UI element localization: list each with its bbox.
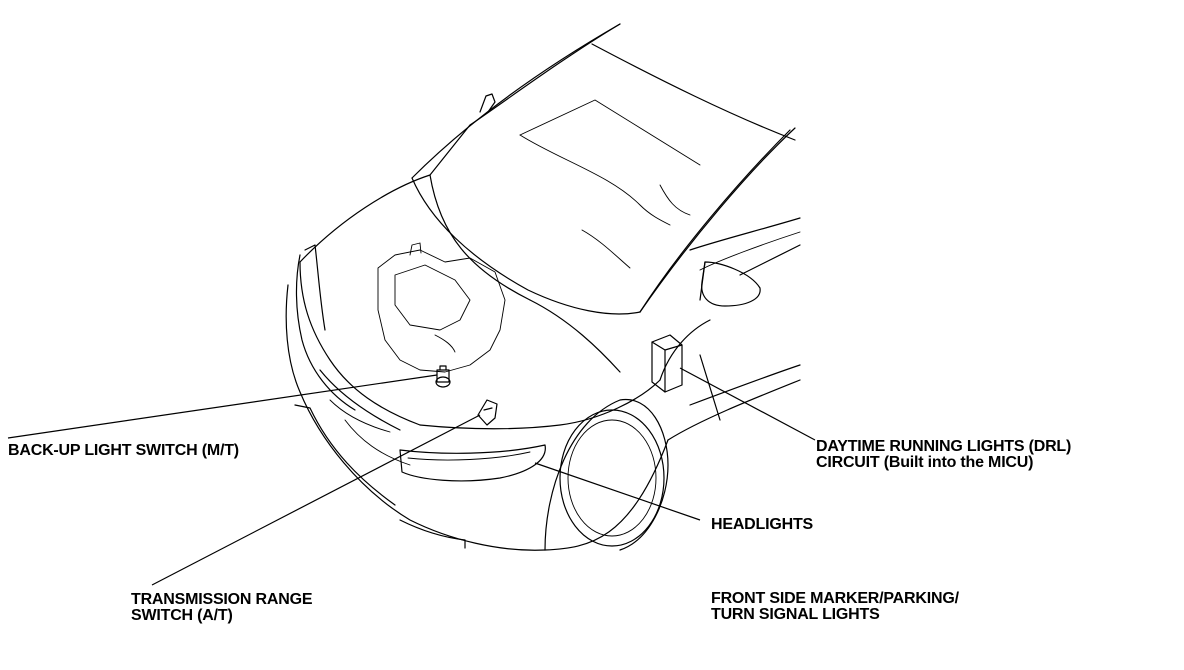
front-bumper (285, 244, 546, 551)
leader-lines (7, 367, 816, 586)
body-side (544, 217, 801, 551)
drl-label-line1: DAYTIME RUNNING LIGHTS (DRL) (816, 438, 1072, 455)
leader-backup (7, 374, 438, 439)
transmission-range-label-line1: TRANSMISSION RANGE (131, 591, 313, 608)
hood (299, 23, 661, 430)
side-marker-label-line1: FRONT SIDE MARKER/PARKING/ (711, 590, 959, 607)
headlights-label: HEADLIGHTS (711, 516, 814, 533)
transmission-range-label-line2: SWITCH (A/T) (131, 607, 233, 624)
engine-outline (377, 242, 506, 373)
side-marker-label-line2: TURN SIGNAL LIGHTS (711, 606, 880, 623)
side-mirror (699, 261, 761, 307)
backup-light-switch-label: BACK-UP LIGHT SWITCH (M/T) (8, 442, 239, 459)
backup-switch-part (435, 365, 451, 388)
front-wheel (544, 398, 669, 551)
antenna-stub (479, 93, 496, 113)
leader-headlights (534, 462, 701, 521)
leader-drl (679, 367, 816, 441)
windshield (411, 23, 796, 315)
drl-label-line2: CIRCUIT (Built into the MICU) (816, 454, 1034, 471)
leader-trans (151, 414, 481, 586)
headlight-assembly (399, 444, 546, 482)
micu-box (651, 334, 683, 393)
transmission-range-switch-part (477, 399, 498, 426)
